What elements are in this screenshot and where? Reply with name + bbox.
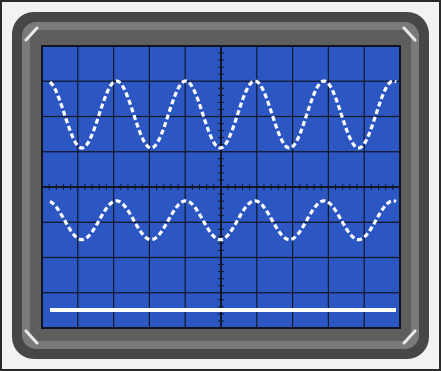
graticule — [42, 46, 400, 328]
upper-trace — [48, 79, 397, 150]
corner-accents — [24, 26, 417, 345]
lower-trace — [49, 199, 397, 242]
traces — [48, 79, 397, 312]
